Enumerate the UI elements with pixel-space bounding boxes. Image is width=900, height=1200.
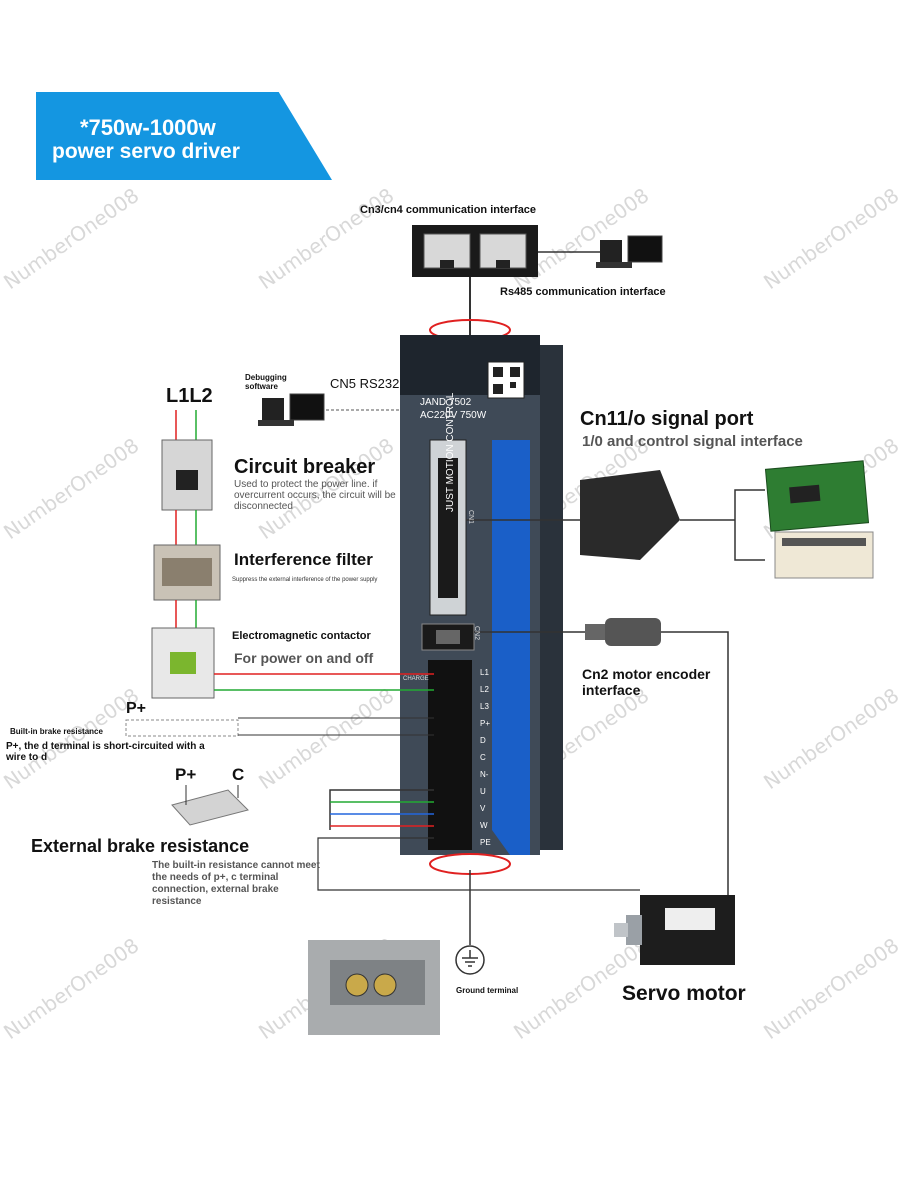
watermark-text: NumberOne008 — [0, 433, 143, 544]
watermark-text: NumberOne008 — [759, 683, 900, 794]
terminal-board-icon — [764, 460, 870, 532]
terminal-label: L3 — [480, 702, 489, 711]
ground-icon — [455, 945, 485, 975]
debug-computer-icon — [258, 393, 325, 426]
l1l2-label: L1L2 — [166, 385, 213, 407]
builtin-brake-box — [125, 719, 239, 737]
terminal-label: D — [480, 736, 486, 745]
watermark-text: NumberOne008 — [0, 683, 143, 794]
interference-filter-icon — [153, 544, 221, 601]
external-pplus-label: P+ — [175, 765, 197, 784]
terminal-label: U — [480, 787, 486, 796]
terminal-label: L1 — [480, 668, 489, 677]
rj45-dual-port — [412, 225, 538, 277]
cn1-port-label: CN1 — [467, 510, 474, 525]
watermark-text: NumberOne008 — [759, 933, 900, 1044]
pe-terminal-photo — [308, 940, 440, 1035]
terminal-label: P+ — [480, 719, 491, 728]
plc-icon — [774, 531, 874, 579]
external-c-label: C — [232, 765, 245, 784]
terminal-label: N- — [480, 770, 489, 779]
watermark-text: NumberOne008 — [759, 183, 900, 294]
watermark-text: NumberOne008 — [0, 933, 143, 1044]
title-banner — [36, 92, 332, 180]
contactor-desc: For power on and off — [234, 650, 374, 666]
watermark-text: NumberOne008 — [0, 183, 143, 294]
ground-label: Ground terminal — [456, 986, 519, 995]
cn11-desc: 1/0 and control signal interface — [582, 433, 803, 450]
external-brake-desc: The built-in resistance cannot meet the … — [152, 860, 320, 907]
servo-driver — [400, 335, 563, 855]
watermark-text: NumberOne008 — [254, 683, 398, 794]
scsi-connector-icon — [580, 470, 680, 560]
interference-filter-title: Interference filter — [234, 550, 373, 569]
cn11-title: Cn11/o signal port — [580, 408, 754, 430]
driver-rating: AC220V 750W — [420, 410, 487, 421]
computer-icon — [596, 235, 663, 268]
encoder-cable — [661, 631, 729, 895]
watermark-text: NumberOne008 — [254, 183, 398, 294]
cn2-port-label: CN2 — [473, 626, 480, 641]
driver-model: JAND 7502 — [420, 397, 472, 408]
cn5-rs232-label: CN5 RS232 — [330, 376, 400, 391]
terminal-label: W — [480, 821, 488, 830]
cn2-title: Cn2 motor encoder interface — [582, 666, 711, 698]
servo-motor-title: Servo motor — [622, 982, 746, 1005]
interference-filter-desc: Suppress the external interference of th… — [232, 577, 378, 583]
rs485-label: Rs485 communication interface — [500, 286, 666, 298]
contactor-title: Electromagnetic contactor — [232, 630, 371, 642]
io-split-cable — [734, 489, 765, 561]
charge-label: CHARGE — [403, 676, 429, 682]
terminal-label: PE — [480, 838, 491, 847]
servo-motor-icon — [614, 895, 735, 965]
motor-power-cable — [317, 837, 640, 891]
banner-line-1: *750w-1000w — [80, 115, 216, 140]
cn3-label: Cn3/cn4 communication interface — [360, 204, 537, 216]
terminal-label: C — [480, 753, 486, 762]
brake-resistor-icon — [171, 789, 249, 826]
circuit-breaker-title: Circuit breaker — [234, 456, 376, 478]
builtin-pplus-label: P+ — [126, 700, 147, 717]
motor-wire — [329, 789, 434, 830]
builtin-brake-desc: P+, the d terminal is short-circuited wi… — [6, 741, 205, 763]
contactor-icon — [151, 627, 215, 699]
terminal-label: V — [480, 804, 486, 813]
builtin-brake-label: Built-in brake resistance — [10, 727, 103, 736]
terminal-labels: L1 L2 L3 P+ D C N- U V W PE — [480, 664, 500, 851]
debug-software-label: Debugging software — [245, 373, 287, 391]
banner-line-2: power servo driver — [52, 140, 240, 163]
encoder-plug-icon — [585, 618, 661, 646]
terminal-label: L2 — [480, 685, 489, 694]
driver-brand: JUST MOTION CONTROL — [445, 392, 456, 512]
circuit-breaker-icon — [161, 439, 213, 511]
external-brake-title: External brake resistance — [31, 836, 250, 856]
circuit-breaker-desc: Used to protect the power line. if overc… — [234, 479, 396, 512]
